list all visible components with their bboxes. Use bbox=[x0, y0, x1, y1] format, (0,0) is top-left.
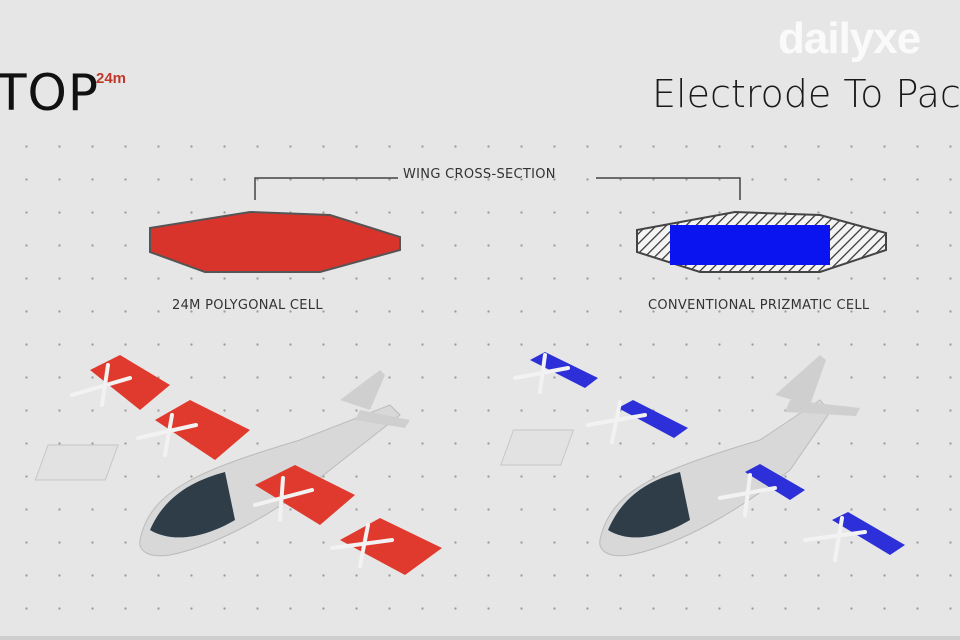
brand-logo: 24m bbox=[96, 70, 127, 87]
aircraft-prismatic-cells bbox=[500, 352, 905, 562]
wing-cross-section-label: WING CROSS-SECTION bbox=[403, 167, 556, 182]
aircraft-polygonal-cells bbox=[34, 355, 442, 575]
slide-bottom-border bbox=[0, 636, 960, 640]
prismatic-cell-block bbox=[670, 225, 830, 265]
bracket-left bbox=[254, 177, 398, 200]
bracket-right bbox=[596, 177, 741, 200]
prismatic-cell-label: CONVENTIONAL PRIZMATIC CELL bbox=[648, 298, 870, 313]
polygonal-cell-label: 24M POLYGONAL CELL bbox=[172, 298, 323, 313]
polygonal-cell-shape bbox=[149, 210, 401, 273]
slide-title-left: TOP bbox=[0, 64, 100, 122]
slide-title: Electrode To Pac bbox=[652, 72, 960, 116]
watermark-logo: dailyxe bbox=[778, 14, 921, 63]
